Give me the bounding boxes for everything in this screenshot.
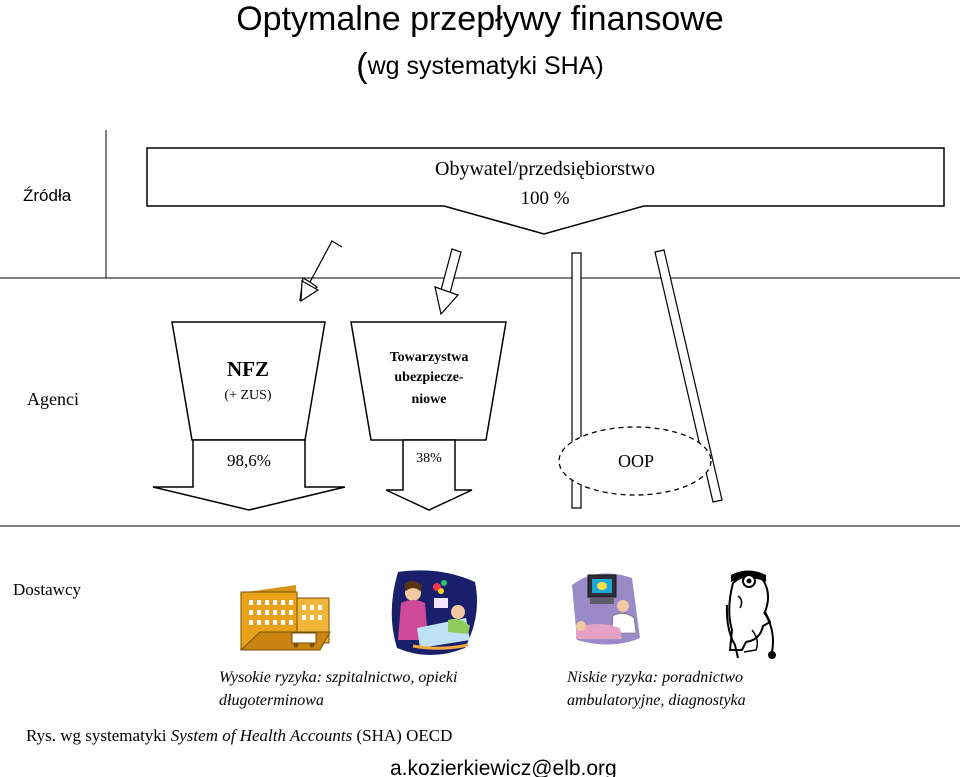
arrow-to-oop-right	[654, 249, 723, 503]
nfz-name: NFZ	[227, 357, 269, 381]
caption-suffix: (SHA) OECD	[352, 726, 452, 745]
footer-email: a.kozierkiewicz@elb.org	[390, 757, 617, 777]
source-box	[146, 147, 945, 235]
oop-ellipse	[558, 426, 712, 496]
nurse-patient-icon	[391, 570, 478, 655]
page-title: Optymalne przepływy finansowe	[236, 0, 724, 38]
low-risk-line1: Niskie ryzyka: poradnictwo	[566, 669, 743, 686]
subtitle-text: wg systematyki SHA)	[367, 52, 604, 80]
nfz-sub: (+ ZUS)	[224, 388, 272, 403]
source-name: Obywatel/przedsiębiorstwo	[435, 158, 655, 180]
nfz-funnel	[171, 321, 326, 441]
row-label-sources: Źródła	[23, 186, 72, 205]
insurers-output-arrow	[385, 439, 473, 511]
caption-italic: System of Health Accounts	[171, 726, 353, 745]
low-risk-line2: ambulatoryjne, diagnostyka	[567, 692, 746, 709]
hospital-building-icon	[239, 585, 331, 651]
insurers-line2: ubezpiecze-	[394, 370, 464, 385]
arrow-to-insurers	[440, 248, 462, 294]
insurers-percent: 38%	[416, 451, 442, 466]
row-label-providers: Dostawcy	[13, 580, 81, 599]
doctor-head-icon	[725, 570, 776, 659]
high-risk-line1: Wysokie ryzyka: szpitalnictwo, opieki	[219, 669, 457, 686]
row-label-agents: Agenci	[27, 389, 79, 409]
insurers-line1: Towarzystwa	[390, 350, 469, 365]
insurers-funnel	[350, 321, 507, 441]
page-subtitle: (wg systematyki SHA)	[0, 44, 960, 85]
oop-label: OOP	[618, 451, 654, 471]
high-risk-line2: długoterminowa	[219, 692, 324, 709]
figure-caption: Rys. wg systematyki System of Health Acc…	[26, 726, 452, 745]
source-percent: 100 %	[520, 188, 569, 209]
insurers-line3: niowe	[412, 392, 447, 407]
arrow-to-insurers-head	[434, 286, 460, 316]
ultrasound-exam-icon	[572, 573, 640, 645]
subtitle-paren: (	[356, 47, 368, 85]
nfz-percent: 98,6%	[227, 451, 271, 470]
caption-prefix: Rys. wg systematyki	[26, 726, 171, 745]
nfz-output-arrow	[152, 439, 346, 511]
arrow-to-nfz-head	[300, 280, 320, 303]
